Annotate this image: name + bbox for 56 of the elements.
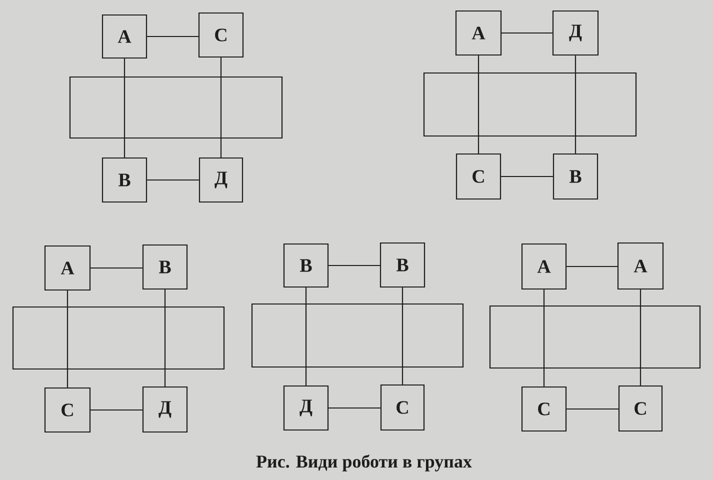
table-rectangle <box>251 303 464 368</box>
connector-line <box>147 36 198 38</box>
letter-box: Д <box>283 385 329 431</box>
letter-box: В <box>380 242 426 288</box>
connector-line <box>566 266 618 268</box>
letter-box: В <box>102 157 148 203</box>
letter-box: А <box>455 10 502 56</box>
connector-line <box>66 290 68 306</box>
connector-line <box>328 407 380 409</box>
letter-box: С <box>380 384 425 431</box>
connector-line <box>220 58 222 76</box>
table-rectangle <box>489 305 701 369</box>
connector-line <box>543 368 545 386</box>
connector-line <box>574 136 576 154</box>
letter-box: А <box>102 14 148 59</box>
letter-box: В <box>283 243 329 288</box>
connector-line <box>124 58 126 76</box>
connector-line <box>164 370 166 386</box>
letter-box: В <box>142 244 188 290</box>
connector-line <box>566 408 618 410</box>
connector-line <box>328 264 380 266</box>
connector-line <box>502 32 552 34</box>
figure-caption: Рис. Види роботи в групах <box>256 454 472 472</box>
connector-line <box>66 370 68 388</box>
connector-line <box>164 290 166 306</box>
connector-line <box>220 138 222 158</box>
table-rectangle <box>423 72 637 137</box>
letter-box: В <box>552 153 598 200</box>
connector-line <box>640 290 642 306</box>
connector-line <box>90 409 142 411</box>
connector-line <box>501 176 553 178</box>
connector-line <box>124 138 126 158</box>
connector-line <box>90 267 142 269</box>
letter-box: А <box>617 242 664 290</box>
letter-box: С <box>521 386 567 432</box>
connector-line <box>305 288 307 304</box>
letter-box: С <box>456 153 502 200</box>
connector-line <box>402 368 404 384</box>
letter-box: С <box>44 387 91 433</box>
connector-line <box>640 368 642 386</box>
letter-box: Д <box>142 386 188 433</box>
letter-box: Д <box>552 10 599 56</box>
connector-line <box>478 136 480 154</box>
letter-box: С <box>198 12 244 58</box>
letter-box: С <box>618 385 663 432</box>
connector-line <box>402 288 404 304</box>
letter-box: А <box>521 243 567 290</box>
connector-line <box>305 368 307 386</box>
connector-line <box>574 56 576 72</box>
table-rectangle <box>69 76 283 139</box>
letter-box: Д <box>198 157 244 203</box>
connector-line <box>147 179 199 181</box>
connector-line <box>478 56 480 72</box>
table-rectangle <box>12 306 225 370</box>
connector-line <box>543 290 545 306</box>
letter-box: А <box>44 245 91 291</box>
